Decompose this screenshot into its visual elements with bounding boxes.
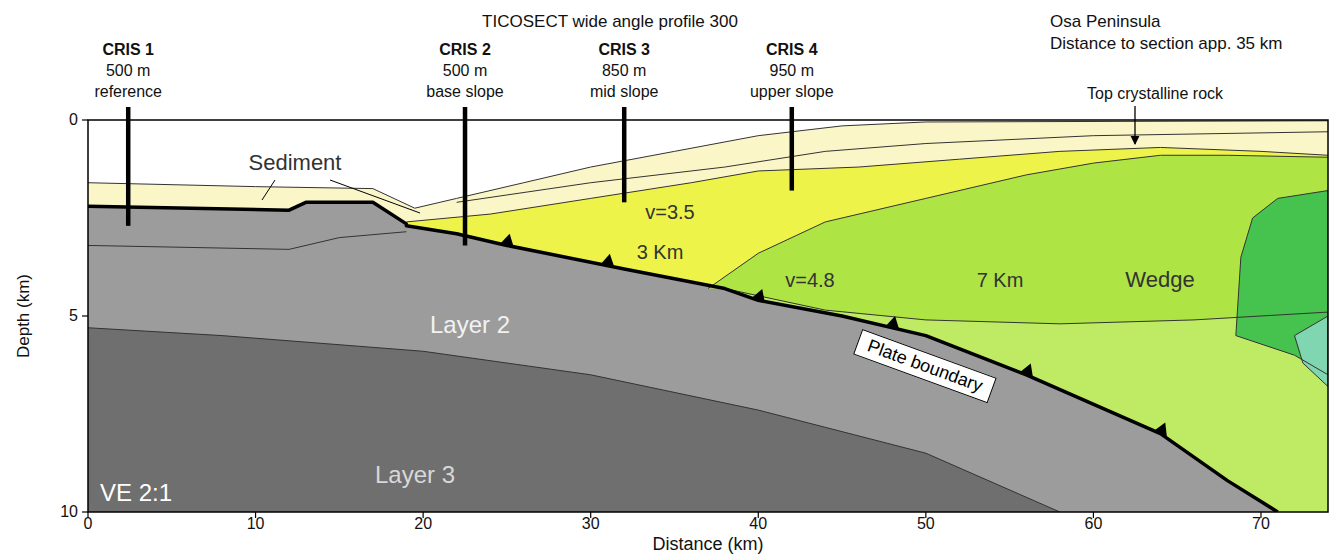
thickness-label: 3 Km [637, 241, 684, 264]
axis-title: Depth (km) [14, 274, 34, 358]
tick-label: 60 [1084, 515, 1102, 533]
unit-label: Wedge [1125, 267, 1194, 292]
site-depth: 950 m [770, 62, 814, 80]
tick-label: 10 [247, 515, 265, 533]
layer-boundary [406, 147, 1328, 221]
y-tick [82, 119, 88, 120]
sediment-fill [88, 121, 1328, 512]
thrust-tooth [752, 289, 765, 303]
leader-line [330, 180, 420, 213]
layer-boundary [457, 132, 1328, 203]
plot-frame [88, 120, 1328, 512]
site-note: base slope [426, 83, 503, 101]
site-name: CRIS 1 [102, 41, 154, 59]
wedge-fill [406, 147, 1328, 512]
drill-site [463, 107, 468, 245]
location-note: Distance to section app. 35 km [1050, 34, 1282, 54]
tick-label: 10 [60, 503, 78, 521]
drill-site [622, 107, 627, 202]
leader-line [262, 180, 275, 200]
axis-title: Distance (km) [652, 534, 763, 555]
figure-title: TICOSECT wide angle profile 300 [482, 12, 738, 32]
layer-boundary [88, 232, 406, 250]
tick-label: 40 [749, 515, 767, 533]
thrust-tooth [1020, 364, 1033, 378]
location-note: Osa Peninsula [1050, 12, 1161, 32]
tick-label: 70 [1252, 515, 1270, 533]
drill-site [790, 107, 795, 191]
boundary-label: Plate boundary [853, 329, 997, 403]
site-depth: 850 m [602, 62, 646, 80]
layer-boundary [88, 328, 1060, 512]
site-note: upper slope [750, 83, 834, 101]
tick-label: 5 [69, 307, 78, 325]
site-depth: 500 m [443, 62, 487, 80]
site-name: CRIS 4 [766, 41, 818, 59]
exaggeration-note: VE 2:1 [100, 479, 172, 507]
velocity-label: v=3.5 [645, 201, 694, 224]
plate-boundary-line [88, 202, 1278, 512]
unit-callout: Top crystalline rock [1087, 85, 1223, 103]
thrust-tooth [500, 234, 514, 247]
tick-label: 0 [84, 515, 93, 533]
tick-label: 20 [414, 515, 432, 533]
layer-boundary [88, 121, 1328, 208]
layer-label: Layer 2 [430, 311, 510, 339]
y-tick [82, 511, 88, 512]
layer-label: Layer 3 [375, 461, 455, 489]
site-note: mid slope [590, 83, 658, 101]
crystalline-fill [708, 155, 1328, 512]
thrust-tooth [601, 254, 615, 267]
drill-site [126, 107, 131, 226]
unit-label: Sediment [249, 150, 342, 175]
thickness-label: 7 Km [977, 269, 1024, 292]
layer3-fill [88, 328, 1060, 512]
site-note: reference [94, 83, 162, 101]
site-name: CRIS 3 [598, 41, 650, 59]
leader-arrow [1134, 106, 1135, 144]
tick-label: 30 [582, 515, 600, 533]
tick-label: 50 [917, 515, 935, 533]
dense-core-fill [1294, 316, 1328, 387]
site-depth: 500 m [106, 62, 150, 80]
velocity-label: v=4.8 [785, 269, 834, 292]
y-tick [82, 315, 88, 316]
thrust-tooth [1154, 423, 1167, 437]
layer-boundary [1236, 191, 1328, 375]
tick-label: 0 [69, 111, 78, 129]
layer-boundary [1294, 316, 1328, 387]
thrust-tooth [886, 316, 900, 329]
site-name: CRIS 2 [439, 41, 491, 59]
